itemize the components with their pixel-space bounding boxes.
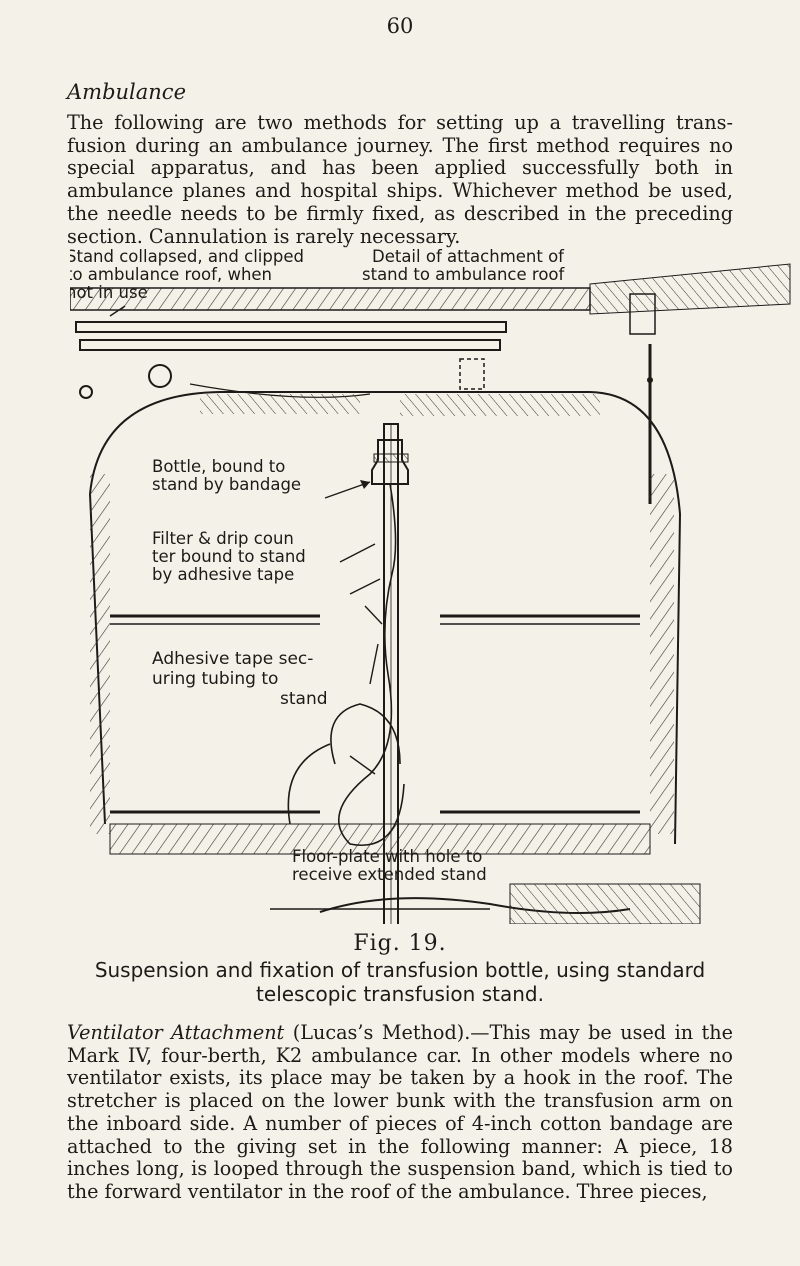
ambulance-wall [89,391,682,845]
page-number: 60 [386,14,414,38]
paragraph-intro: The following are two methods for settin… [67,111,733,248]
label-detail-line2: stand to ambulance roof [362,265,566,284]
paragraph-ventilator-body: (Lucas’s Method).—This may be used in th… [67,1021,733,1203]
label-adhesive-line3: stand [280,689,328,709]
label-stand-collapsed-line3: not in use [70,283,148,302]
bunk-mattress [109,823,651,855]
label-stand-collapsed-line2: to ambulance roof, when [70,265,272,284]
label-filter-line1: Filter & drip coun [152,529,294,548]
figure-caption: Suspension and fixation of transfusion b… [0,958,800,1006]
paragraph-ventilator-lead: Ventilator Attachment [67,1021,285,1044]
tubing [338,483,405,846]
label-stand-collapsed-line1: Stand collapsed, and clipped [70,247,304,266]
label-bottle-line2: stand by bandage [152,475,301,494]
label-adhesive-line2: uring tubing to [152,669,278,689]
roof-band [69,287,591,311]
transfusion-bottle [371,439,409,485]
figure-number: Fig. 19. [353,931,447,956]
figure-drawing: Stand collapsed, and clipped to ambulanc… [66,247,791,975]
paragraph-ventilator: Ventilator Attachment (Lucas’s Method).—… [67,1021,733,1204]
collapsed-stand [75,321,507,333]
label-floor-line1: Floor-plate with hole to [292,847,482,866]
label-filter-line3: by adhesive tape [152,565,294,584]
label-adhesive-line1: Adhesive tape sec- [152,649,313,669]
section-heading: Ambulance [67,80,186,104]
figure-illustration: Stand collapsed, and clipped to ambulanc… [66,244,800,975]
label-filter-line2: ter bound to stand [152,547,306,566]
label-detail-line1: Detail of attachment of [372,247,565,266]
label-floor-line2: receive extended stand [292,865,487,884]
caption-line-1: Suspension and fixation of transfusion b… [94,958,706,982]
caption-line-2: telescopic transfusion stand. [256,982,544,1006]
label-bottle-line1: Bottle, bound to [152,457,285,476]
